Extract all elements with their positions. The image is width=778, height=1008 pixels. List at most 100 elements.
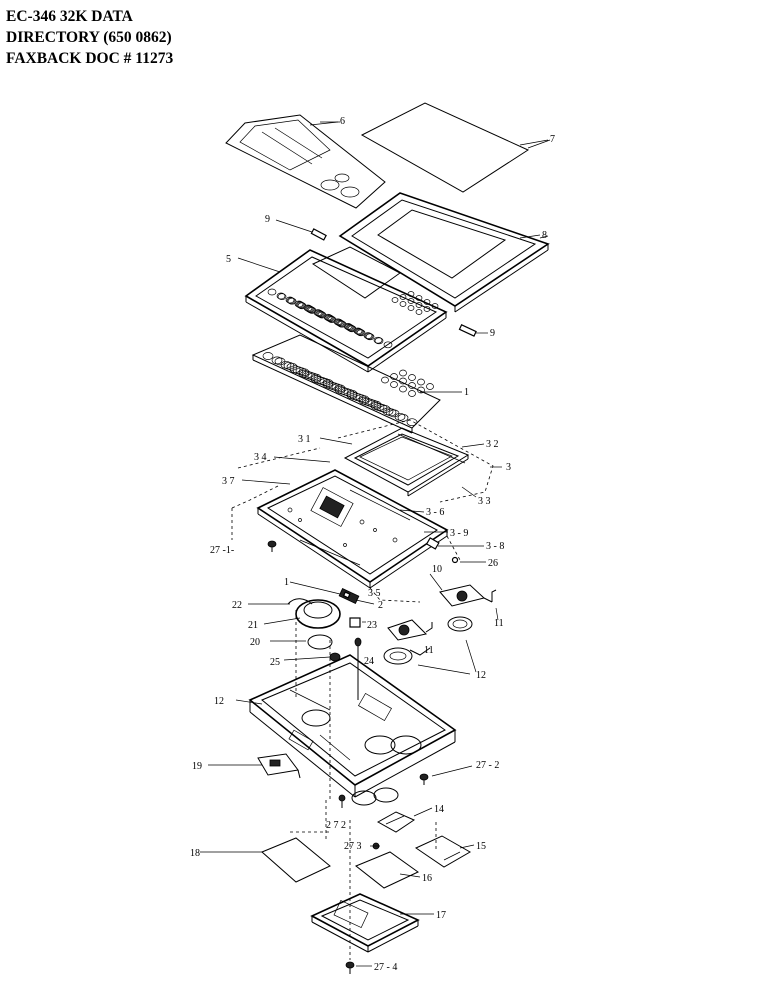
label-8: 8 bbox=[542, 230, 547, 241]
part-labels: 6 7 8 9 5 9 1 3 1 3 2 3 4 3 3 7 3 3 3 - … bbox=[190, 116, 555, 973]
keyboard-frame-key-hole bbox=[355, 328, 365, 336]
rubber-keypad-key bbox=[289, 365, 301, 374]
keyboard-frame-key-hole bbox=[285, 296, 295, 304]
part-16-sheet bbox=[355, 851, 419, 889]
document-header: EC-346 32K DATA DIRECTORY (650 0862) FAX… bbox=[6, 6, 173, 69]
screw-27-1 bbox=[267, 540, 277, 552]
keyboard-frame-key-hole bbox=[336, 320, 346, 327]
rubber-keypad-key bbox=[408, 374, 416, 381]
label-10: 10 bbox=[432, 564, 442, 575]
part-1-2-connector bbox=[338, 588, 360, 604]
keyboard-frame-key-hole bbox=[295, 301, 305, 308]
rubber-keypad-key bbox=[399, 385, 407, 393]
part-17-battery-cover bbox=[310, 893, 420, 953]
label-27-center: 2 7 2 bbox=[326, 820, 346, 831]
battery-coin-cells bbox=[351, 787, 399, 806]
keyboard-frame-key-hole bbox=[391, 297, 399, 303]
rubber-keypad-key bbox=[325, 381, 337, 390]
keyboard-frame-key-hole bbox=[315, 310, 325, 318]
keyboard-frame-key-hole bbox=[343, 323, 353, 330]
keyboard-frame-key-hole bbox=[345, 324, 355, 331]
keyboard-frame-key-hole bbox=[346, 324, 356, 332]
screw-27-4 bbox=[345, 961, 355, 974]
label-25: 25 bbox=[270, 657, 280, 668]
rubber-keypad-key bbox=[337, 386, 349, 395]
rubber-keypad-key bbox=[271, 356, 283, 365]
rubber-keypad-key bbox=[361, 397, 373, 406]
keyboard-frame-key-hole bbox=[431, 303, 439, 309]
label-3: 3 bbox=[506, 462, 511, 473]
keyboard-frame-key-hole bbox=[305, 305, 315, 313]
label-11-left: 11 bbox=[424, 645, 434, 656]
keyboard-frame-key-hole bbox=[294, 300, 304, 308]
label-34: 3 4 bbox=[254, 452, 267, 463]
rubber-keypad-key bbox=[426, 383, 434, 390]
keyboard-frame-key-hole bbox=[335, 319, 345, 327]
label-26: 26 bbox=[488, 558, 498, 569]
rubber-keypad-key bbox=[373, 403, 385, 411]
part-12-battery-ring-upper bbox=[447, 616, 473, 632]
rubber-keypad-key bbox=[390, 381, 398, 388]
label-33: 3 3 bbox=[478, 496, 491, 507]
part-9-pin-lower bbox=[458, 324, 477, 337]
label-35: 3 5 bbox=[368, 588, 381, 599]
rubber-keypad-key bbox=[408, 382, 416, 389]
part-26-screw bbox=[451, 556, 459, 564]
keyboard-frame-key-hole bbox=[277, 293, 287, 300]
label-9-lower: 9 bbox=[490, 328, 495, 339]
keyboard-frame-key-hole bbox=[304, 305, 314, 312]
keyboard-frame-key-hole bbox=[306, 306, 316, 314]
rubber-keypad-key bbox=[313, 376, 325, 384]
part-3-main-board bbox=[231, 469, 461, 603]
label-18: 18 bbox=[190, 848, 200, 859]
part-19-clip bbox=[257, 753, 301, 779]
part-7-screen-sheet bbox=[360, 102, 551, 193]
keyboard-frame-key-hole bbox=[286, 297, 296, 304]
rubber-keypad-key bbox=[358, 396, 370, 405]
rubber-keypad-key bbox=[406, 418, 418, 427]
keyboard-frame-key-hole bbox=[344, 323, 354, 331]
label-32: 3 2 bbox=[486, 439, 499, 450]
keyboard-frame-key-hole bbox=[276, 292, 286, 300]
rubber-keypad-key bbox=[397, 413, 409, 422]
label-27-2: 27 - 2 bbox=[476, 760, 499, 771]
keyboard-frame-key-hole bbox=[323, 313, 333, 321]
keyboard-frame-key-hole bbox=[297, 302, 307, 310]
rubber-keypad-key bbox=[262, 352, 274, 360]
keyboard-frame-key-hole bbox=[423, 299, 431, 305]
label-37: 3 7 bbox=[222, 476, 235, 487]
rubber-keypad-key bbox=[381, 376, 389, 384]
part-4-rubber-keypad bbox=[251, 334, 441, 434]
rubber-keypad-key bbox=[382, 407, 394, 416]
label-15: 15 bbox=[476, 841, 486, 852]
label-21: 21 bbox=[248, 620, 258, 631]
keyboard-frame-key-hole bbox=[267, 288, 277, 296]
rubber-keypad-key bbox=[322, 380, 334, 389]
part-21-speaker bbox=[295, 599, 341, 629]
keyboard-frame-key-hole bbox=[365, 333, 375, 341]
keyboard-frame-key-hole bbox=[333, 318, 343, 326]
keyboard-frame-key-hole bbox=[326, 315, 336, 323]
keyboard-frame-key-hole bbox=[415, 302, 423, 308]
label-27-1: 27 -1- bbox=[210, 545, 234, 556]
keyboard-frame-key-hole bbox=[354, 328, 364, 335]
screw-27-2 bbox=[419, 773, 429, 785]
label-9-upper: 9 bbox=[265, 214, 270, 225]
label-12-left: 12 bbox=[214, 696, 224, 707]
keyboard-frame-key-hole bbox=[296, 301, 306, 309]
rubber-keypad-key bbox=[301, 370, 313, 379]
label-6: 6 bbox=[340, 116, 345, 127]
header-line-faxback: FAXBACK DOC # 11273 bbox=[6, 50, 174, 67]
keyboard-frame-key-hole bbox=[407, 298, 415, 304]
keyboard-frame-key-hole bbox=[287, 297, 297, 305]
label-19: 19 bbox=[192, 761, 202, 772]
part-6-overlay-sheet bbox=[225, 114, 386, 209]
rubber-keypad-key bbox=[417, 378, 425, 386]
label-23: 23 bbox=[367, 620, 377, 631]
label-5: 5 bbox=[226, 254, 231, 265]
part-23-24-contact bbox=[349, 617, 362, 700]
label-20: 20 bbox=[250, 637, 260, 648]
rubber-keypad-key bbox=[408, 390, 416, 397]
label-7: 7 bbox=[550, 134, 555, 145]
